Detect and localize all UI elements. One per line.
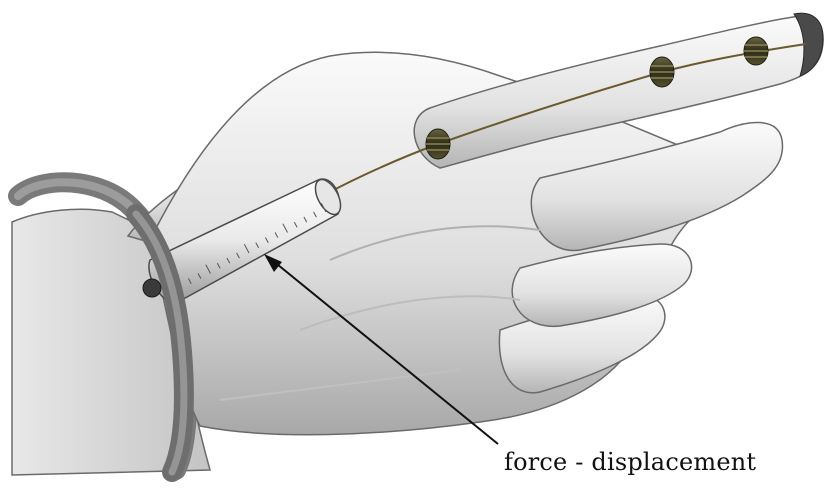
cable-guide-ring-1 xyxy=(426,129,450,159)
annotation-label: force - displacement xyxy=(504,448,756,476)
cable-guide-ring-2 xyxy=(650,57,674,87)
cable-guide-ring-3 xyxy=(744,37,768,65)
sensor-anchor-knob xyxy=(143,279,161,297)
